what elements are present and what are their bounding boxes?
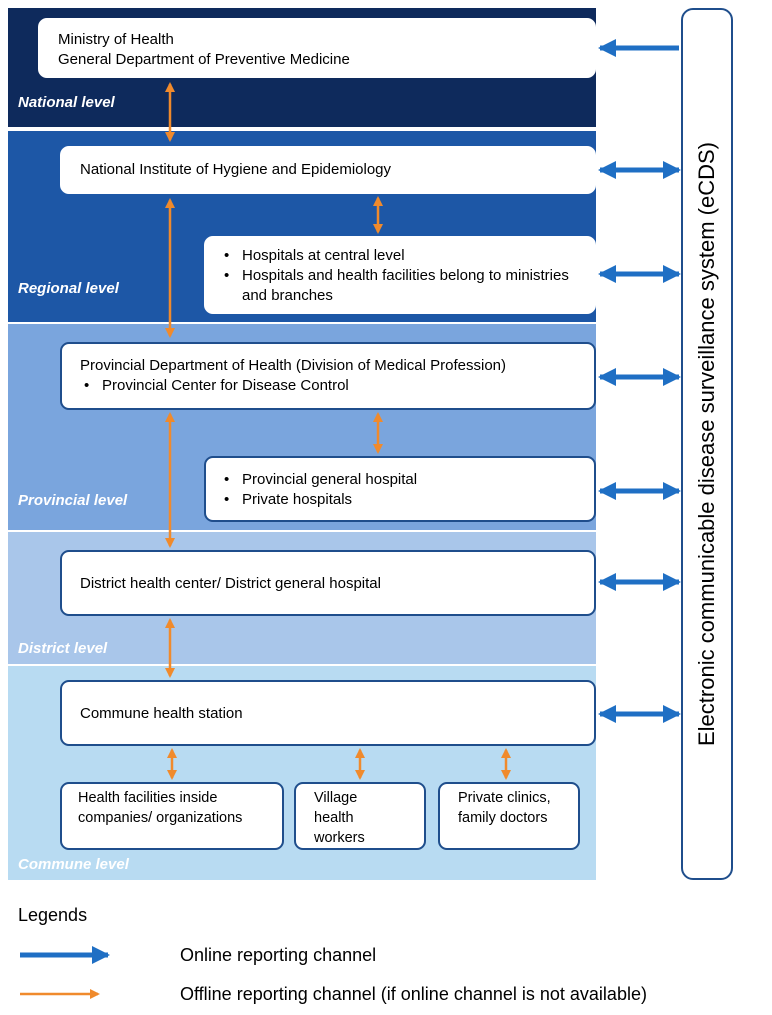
district-level-label: District level xyxy=(18,640,108,657)
provincial-department-text: Provincial Department of Health (Divisio… xyxy=(80,357,507,374)
district-health-text: District health center/ District general… xyxy=(80,575,381,592)
district-health-box: District health center/ District general… xyxy=(60,550,596,616)
ministry-of-health-line: Ministry of Health xyxy=(58,31,174,48)
private-hospitals-item: Private hospitals xyxy=(220,490,586,510)
central-hospitals-item: Hospitals at central level xyxy=(220,246,586,266)
private-clinics-text: Private clinics, family doctors xyxy=(458,790,551,826)
preventive-medicine-line: General Department of Preventive Medicin… xyxy=(58,51,350,68)
ministry-of-health-box: Ministry of Health General Department of… xyxy=(38,18,596,78)
village-health-box: Village health workers xyxy=(294,782,426,850)
commune-health-text: Commune health station xyxy=(80,705,243,722)
provincial-general-hospital-item: Provincial general hospital xyxy=(220,470,586,490)
provincial-hospitals-box: Provincial general hospital Private hosp… xyxy=(204,456,596,522)
village-health-text: Village health workers xyxy=(314,790,365,846)
nihe-box: National Institute of Hygiene and Epidem… xyxy=(60,146,596,194)
provincial-department-box: Provincial Department of Health (Divisio… xyxy=(60,342,596,410)
provincial-cdc-item: Provincial Center for Disease Control xyxy=(80,376,586,396)
ecds-system-box xyxy=(681,8,733,880)
legend-online-text: Online reporting channel xyxy=(180,945,377,965)
nihe-text: National Institute of Hygiene and Epidem… xyxy=(80,161,392,178)
commune-health-box: Commune health station xyxy=(60,680,596,746)
company-facilities-box: Health facilities inside companies/ orga… xyxy=(60,782,284,850)
regional-level-label: Regional level xyxy=(18,280,119,297)
company-facilities-text: Health facilities inside companies/ orga… xyxy=(78,790,243,826)
legend-title: Legends xyxy=(18,905,88,925)
commune-level-label: Commune level xyxy=(18,856,129,873)
national-level-label: National level xyxy=(18,94,115,111)
provincial-level-label: Provincial level xyxy=(18,492,128,509)
private-clinics-box: Private clinics, family doctors xyxy=(438,782,580,850)
central-hospitals-box: Hospitals at central level Hospitals and… xyxy=(204,236,596,314)
ministries-hospitals-item: Hospitals and health facilities belong t… xyxy=(220,266,586,306)
legend-offline-text: Offline reporting channel (if online cha… xyxy=(180,984,647,1004)
